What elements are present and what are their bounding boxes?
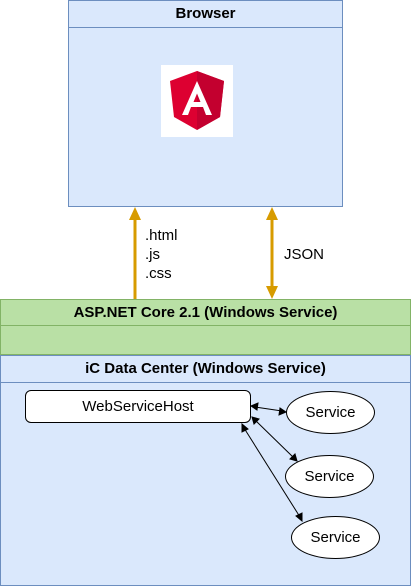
connector-service-2 xyxy=(251,416,298,462)
angular-logo-icon xyxy=(161,65,233,137)
webservicehost-box: WebServiceHost xyxy=(25,390,251,423)
label-html: .html xyxy=(145,227,178,244)
label-js: .js xyxy=(145,246,160,263)
static-files-arrow xyxy=(129,207,141,299)
service-node-1: Service xyxy=(286,391,375,434)
json-arrow xyxy=(266,207,278,299)
data-center-title: iC Data Center (Windows Service) xyxy=(1,356,410,383)
aspnet-core-container: ASP.NET Core 2.1 (Windows Service) xyxy=(0,299,411,355)
browser-title: Browser xyxy=(69,1,342,28)
connector-service-3 xyxy=(241,422,303,523)
label-css: .css xyxy=(145,265,172,282)
service-node-2: Service xyxy=(285,455,374,498)
service-node-3: Service xyxy=(291,516,380,559)
label-json: JSON xyxy=(284,246,325,263)
connector-service-1 xyxy=(249,402,288,416)
aspnet-core-title: ASP.NET Core 2.1 (Windows Service) xyxy=(1,300,410,326)
